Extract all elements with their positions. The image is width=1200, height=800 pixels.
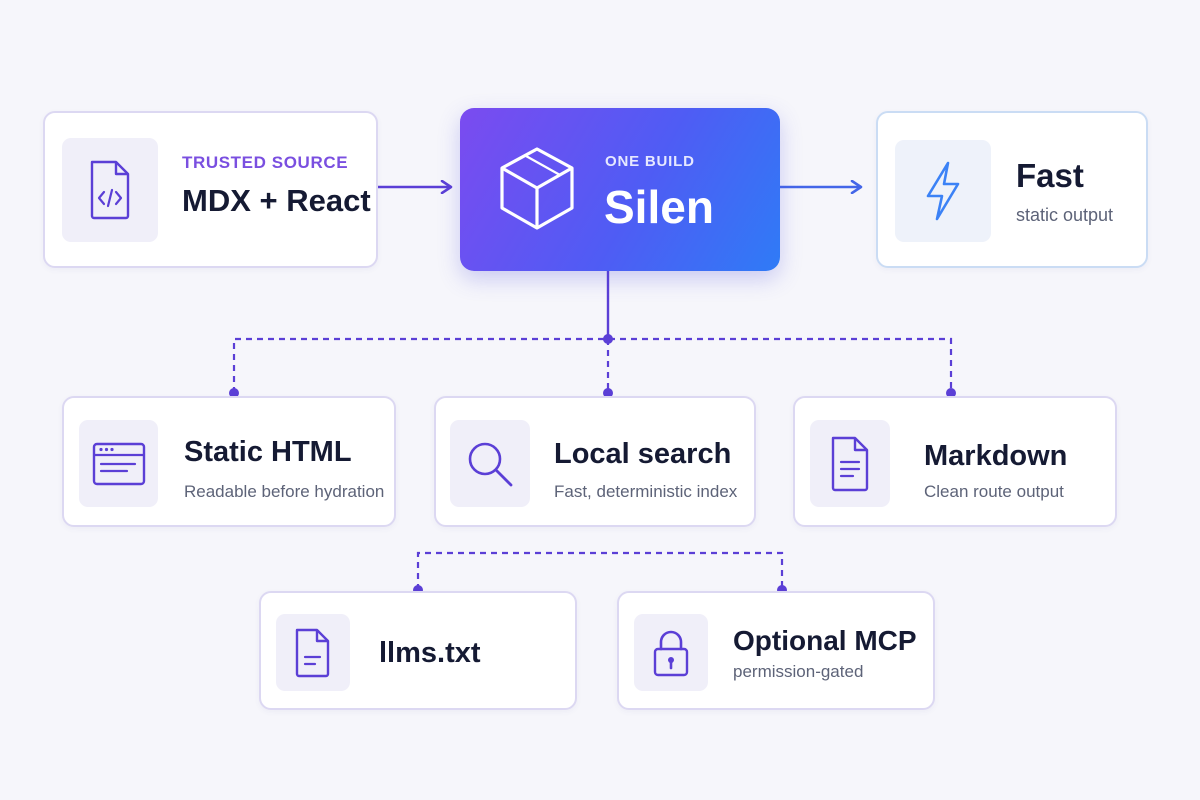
result-subtitle: static output: [1016, 205, 1114, 225]
output-title: llms.txt: [379, 637, 481, 669]
source-card: TRUSTED SOURCE MDX + React: [43, 111, 378, 268]
output-title: Local search: [554, 438, 732, 470]
output-subtitle: permission-gated: [733, 662, 864, 681]
output-subtitle: Clean route output: [924, 482, 1064, 501]
output-icon-tile: [634, 614, 708, 691]
result-card: Fast static output: [876, 111, 1148, 268]
result-icon-tile: [895, 140, 991, 242]
search-icon: [468, 442, 513, 486]
source-eyebrow: TRUSTED SOURCE: [182, 153, 349, 172]
secondary-branch-line: [416, 551, 784, 590]
output-subtitle: Readable before hydration: [184, 482, 385, 501]
output-card-markdown: Markdown Clean route output: [793, 396, 1117, 527]
hub-title: Silen: [604, 181, 714, 233]
source-title: MDX + React: [182, 183, 371, 218]
output-card-static-html: Static HTML Readable before hydration: [62, 396, 396, 527]
lock-icon: [653, 630, 689, 676]
hub-card: ONE BUILD Silen: [460, 108, 780, 271]
output-title: Markdown: [924, 440, 1068, 472]
cube-icon: [500, 147, 574, 230]
output-title: Optional MCP: [733, 625, 917, 656]
output-subtitle: Fast, deterministic index: [554, 482, 738, 501]
hub-eyebrow: ONE BUILD: [605, 153, 695, 170]
outputs-branch-line: [232, 337, 953, 393]
document-icon: [831, 436, 869, 491]
output-icon-tile: [79, 420, 158, 507]
output-card-optional-mcp: Optional MCP permission-gated: [617, 591, 935, 710]
output-icon-tile: [450, 420, 530, 507]
result-title: Fast: [1016, 157, 1084, 194]
code-file-icon: [90, 160, 130, 220]
lightning-icon: [926, 161, 960, 221]
text-file-icon: [295, 628, 330, 677]
output-title: Static HTML: [184, 436, 352, 468]
output-icon-tile: [276, 614, 350, 691]
output-icon-tile: [810, 420, 890, 507]
output-card-llms-txt: llms.txt: [259, 591, 577, 710]
hub-junction-dot: [603, 334, 613, 344]
browser-window-icon: [92, 442, 145, 485]
source-icon-tile: [62, 138, 158, 242]
output-card-local-search: Local search Fast, deterministic index: [434, 396, 756, 527]
